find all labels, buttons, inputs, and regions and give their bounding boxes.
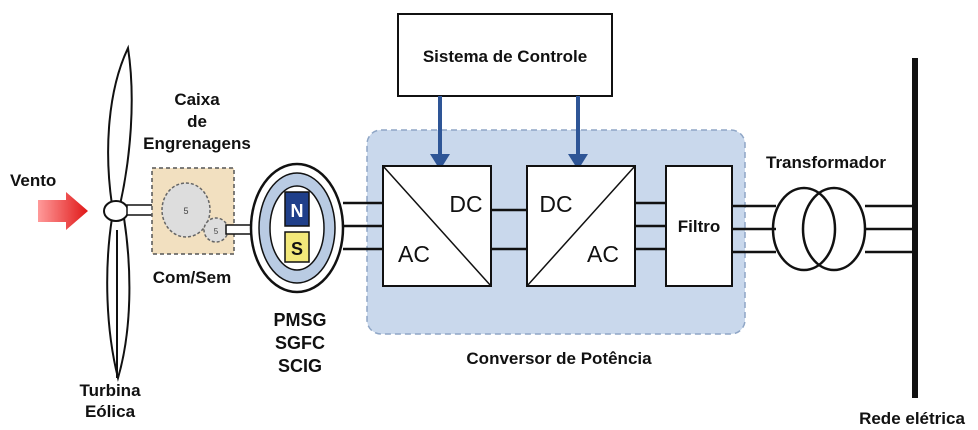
- grid-bus-bar: [912, 58, 918, 398]
- filter-box: [665, 165, 733, 287]
- transformer-coil-primary: [771, 186, 837, 272]
- wind-turbine: [103, 44, 133, 382]
- turbine-hub: [103, 200, 129, 222]
- converter2-top-label: DC: [539, 191, 572, 217]
- generator-type-3: SCIG: [278, 356, 322, 376]
- gearbox-option-label: Com/Sem: [153, 268, 231, 287]
- gearbox-large-gear-mark: 5: [183, 206, 188, 216]
- magnet-south-label: S: [291, 239, 303, 259]
- magnet-south: [284, 231, 310, 263]
- lines-transformer-to-grid: [865, 204, 914, 254]
- wind-arrow: [38, 192, 88, 230]
- gearbox-label-line1: Caixa: [174, 90, 220, 109]
- control-arrowhead-right: [568, 154, 588, 170]
- control-arrowhead-left: [430, 154, 450, 170]
- lines-dc-link: [491, 208, 527, 251]
- converter-dc-ac-diagonal: [526, 165, 636, 287]
- wind-label: Vento: [10, 171, 56, 190]
- grid-label: Rede elétrica: [859, 409, 965, 428]
- lines-generator-to-converter: [343, 201, 383, 251]
- control-system-box: [397, 13, 613, 97]
- generator-inner: [269, 185, 325, 271]
- gearbox-label-line2: de: [187, 112, 207, 131]
- gearbox-small-gear-mark: 5: [214, 227, 219, 236]
- turbine-blade-bottom: [106, 217, 131, 382]
- magnet-north-label: N: [291, 201, 304, 221]
- control-system-label: Sistema de Controle: [423, 47, 587, 66]
- converter1-bottom-label: AC: [398, 241, 430, 267]
- generator-type-2: SGFC: [275, 333, 325, 353]
- turbine-label-line1: Turbina: [79, 381, 141, 400]
- transformer-label: Transformador: [766, 153, 886, 172]
- converter2-bottom-label: AC: [587, 241, 619, 267]
- lines-filter-to-transformer: [732, 204, 776, 254]
- lines-converter-to-filter: [635, 201, 666, 251]
- power-converter-label: Conversor de Potência: [466, 349, 652, 368]
- gearbox-label-line3: Engrenagens: [143, 134, 251, 153]
- generator-type-1: PMSG: [273, 310, 326, 330]
- filter-label: Filtro: [678, 217, 721, 236]
- turbine-label-line2: Eólica: [85, 402, 136, 421]
- gearbox-large-gear: [161, 182, 211, 238]
- turbine-blade-top: [107, 44, 133, 206]
- converter-ac-dc-diagonal: [382, 165, 492, 287]
- magnet-north: [284, 191, 310, 227]
- converter1-top-label: DC: [449, 191, 482, 217]
